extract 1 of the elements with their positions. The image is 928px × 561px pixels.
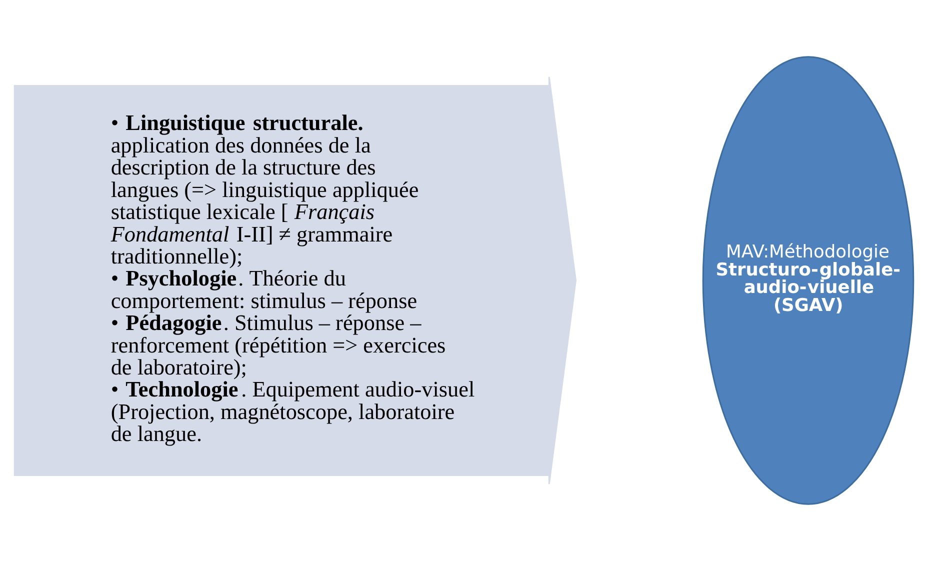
node-ellipse: MAV:Méthodologie Structuro-globale-audio-viuelle (SGAV) — [702, 56, 914, 505]
